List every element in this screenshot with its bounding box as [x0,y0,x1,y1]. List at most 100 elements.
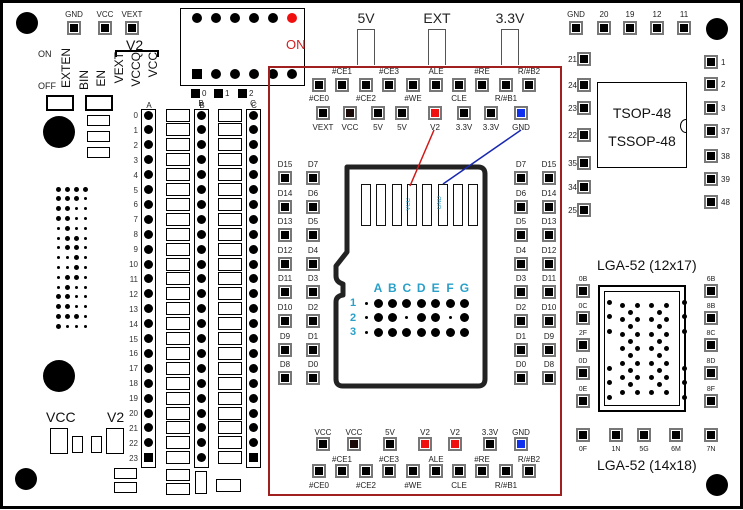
jumper-select-pad[interactable] [191,89,200,98]
data-pin-pad[interactable] [278,199,292,214]
strip-pin[interactable] [196,110,206,120]
strip-pin[interactable] [143,214,153,224]
nand-control-pad[interactable] [406,78,420,92]
tsop-pin-pad[interactable] [577,101,591,115]
strip-pin[interactable] [196,185,206,194]
strip-pin[interactable] [248,393,258,403]
nand-power-pad[interactable] [343,106,357,120]
data-pin-pad[interactable] [278,285,292,300]
voltage-selector-slot[interactable] [357,29,375,65]
nand-bottom-control-pad[interactable] [429,464,443,478]
strip-pin[interactable] [196,363,206,373]
strip-pin[interactable] [143,393,153,403]
strip-pin[interactable] [248,348,258,358]
nand-power-pad[interactable] [395,106,409,120]
strip-pin[interactable] [196,155,206,165]
jumper-select-pad[interactable] [238,89,247,98]
data-pin-pad[interactable] [542,256,556,271]
nand-control-pad[interactable] [475,78,489,92]
lga-pin-pad[interactable] [576,366,590,380]
data-pin-pad[interactable] [542,199,556,214]
strip-pin[interactable] [143,125,153,135]
tsop-pin-pad[interactable] [704,172,718,186]
nand-bottom-control-pad[interactable] [382,464,396,478]
lga-bottom-pin-pad[interactable] [576,428,590,442]
lga-bottom-pin-pad[interactable] [704,428,718,442]
strip-pin[interactable] [143,363,153,373]
tsop-pin-pad[interactable] [704,149,718,163]
tsop-pin-pad[interactable] [704,124,718,138]
data-pin-pad[interactable] [514,314,528,328]
nand-bottom-power-pad[interactable] [347,437,361,451]
lga-bottom-pin-pad[interactable] [609,428,623,442]
nand-bottom-power-pad[interactable] [483,437,497,451]
nand-bottom-power-pad[interactable] [448,437,462,451]
nand-power-pad[interactable] [514,106,528,120]
lga-pin-pad[interactable] [576,311,590,325]
top-pad[interactable] [67,21,81,35]
strip-pin[interactable] [143,423,153,433]
top-right-pad[interactable] [597,21,611,35]
nand-power-pad[interactable] [457,106,471,120]
nand-power-pad[interactable] [316,106,330,120]
strip-pin[interactable] [196,334,206,343]
strip-pin[interactable] [143,453,153,463]
strip-pin[interactable] [248,274,258,284]
strip-pin[interactable] [143,378,153,388]
tsop-pin-pad[interactable] [577,78,591,92]
strip-pin[interactable] [248,110,258,120]
strip-pin[interactable] [248,140,258,150]
strip-pin[interactable] [248,289,258,299]
strip-pin[interactable] [196,274,206,284]
strip-pin[interactable] [196,348,206,358]
strip-pin[interactable] [196,214,206,224]
data-pin-pad[interactable] [278,371,292,386]
data-pin-pad[interactable] [306,314,320,328]
nand-bottom-control-pad[interactable] [359,464,373,478]
strip-pin[interactable] [143,289,153,299]
top-right-pad[interactable] [623,21,637,35]
data-pin-pad[interactable] [306,285,320,300]
voltage-selector-slot[interactable] [501,29,519,65]
lga-pin-pad[interactable] [704,311,718,325]
data-pin-pad[interactable] [278,171,292,185]
lga-bottom-pin-pad[interactable] [669,428,683,442]
strip-pin[interactable] [248,453,258,463]
strip-pin[interactable] [248,155,258,165]
nand-power-pad[interactable] [484,106,498,120]
jumper-bottom-2[interactable] [114,482,137,493]
data-pin-pad[interactable] [306,228,320,243]
nand-control-pad[interactable] [499,78,513,92]
tsop-pin-pad[interactable] [704,195,718,209]
data-pin-pad[interactable] [542,342,556,357]
strip-pin[interactable] [248,244,258,254]
tsop-pin-pad[interactable] [577,52,591,66]
nand-bottom-control-pad[interactable] [312,464,326,478]
data-pin-pad[interactable] [514,256,528,271]
nand-bottom-control-pad[interactable] [475,464,489,478]
jumper-v2-0[interactable] [87,115,110,126]
strip-pin[interactable] [248,319,258,329]
strip-pin[interactable] [248,408,258,418]
tsop-pin-pad[interactable] [704,77,718,91]
strip-pin[interactable] [196,125,206,135]
strip-pin[interactable] [248,259,258,269]
strip-pin[interactable] [196,408,206,418]
top-pad[interactable] [98,21,112,35]
strip-pin[interactable] [143,199,153,209]
data-pin-pad[interactable] [306,371,320,386]
nand-control-pad[interactable] [429,78,443,92]
tsop-pin-pad[interactable] [577,156,591,170]
strip-pin[interactable] [196,438,206,448]
strip-pin[interactable] [143,348,153,358]
nand-bottom-power-pad[interactable] [316,437,330,451]
strip-pin[interactable] [143,140,153,150]
data-pin-pad[interactable] [514,285,528,300]
data-pin-pad[interactable] [514,199,528,214]
strip-pin[interactable] [143,155,153,165]
switch-bin-en[interactable] [85,95,113,111]
v2-connector[interactable] [106,428,124,454]
strip-pin[interactable] [143,244,153,254]
strip-pin[interactable] [196,199,206,209]
data-pin-pad[interactable] [542,314,556,328]
